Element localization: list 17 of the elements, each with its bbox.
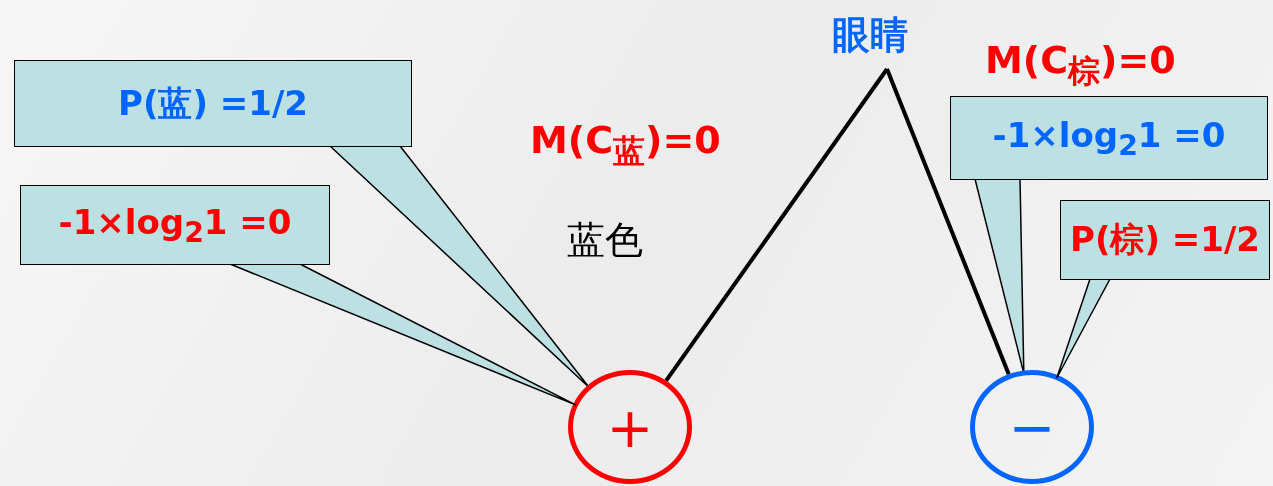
sign-symbol: + bbox=[606, 394, 654, 460]
root-label: 眼睛 bbox=[832, 13, 908, 57]
formula-text: P(棕) =1/2 bbox=[1069, 218, 1261, 261]
leaf-circle bbox=[568, 370, 692, 484]
sign-symbol: − bbox=[1008, 394, 1056, 460]
callout-box bbox=[14, 60, 412, 147]
formula-text: -1×log$_{2}$1 =0 bbox=[58, 201, 292, 249]
formula-text: -1×log$_{2}$1 =0 bbox=[992, 114, 1226, 162]
leaf-circle bbox=[970, 370, 1094, 484]
callout-pointer bbox=[329, 145, 591, 389]
measure-label: M(C$_{蓝}$)=0 bbox=[530, 118, 721, 171]
measure-label: M(C$_{棕}$)=0 bbox=[985, 38, 1176, 91]
formula-text: P(蓝) =1/2 bbox=[117, 81, 309, 125]
branch-line bbox=[885, 68, 1011, 375]
branch-line bbox=[664, 67, 889, 382]
callout-box bbox=[20, 185, 330, 265]
edge-label: 蓝色 bbox=[566, 216, 643, 264]
